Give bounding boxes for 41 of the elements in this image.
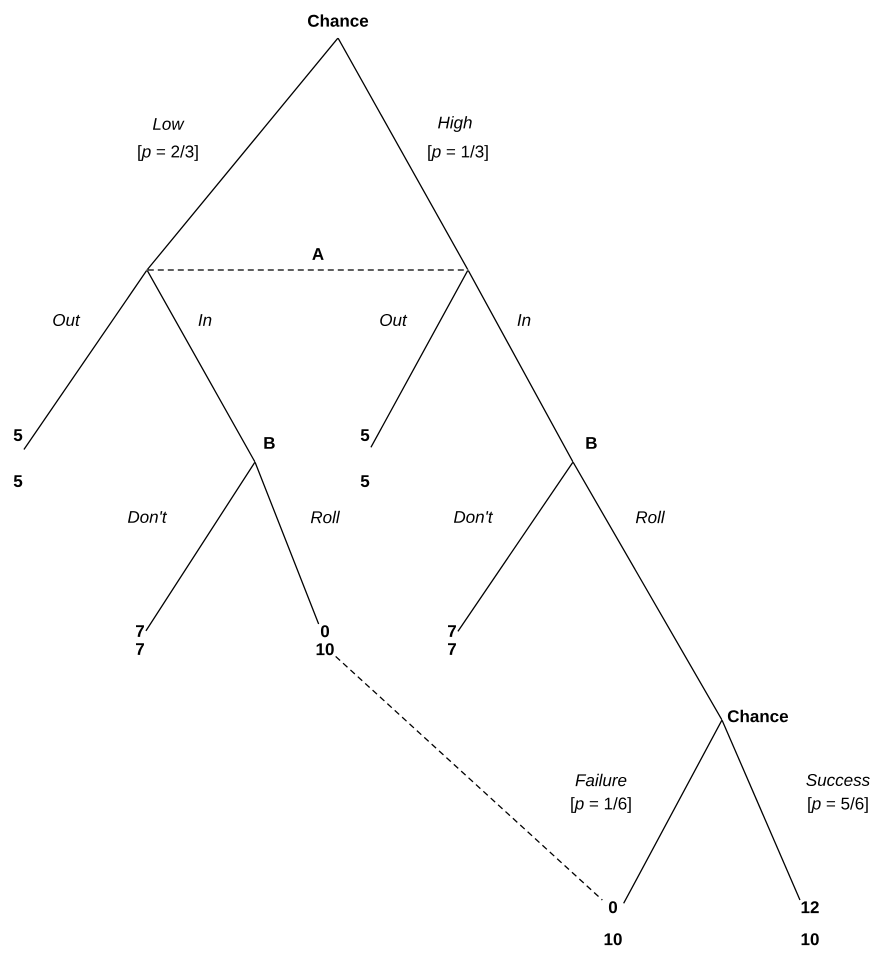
branch-line [146,270,256,462]
branch-line [254,462,320,624]
probability-label: [p = 5/6] [808,797,868,813]
edge-label: Roll [634,510,666,524]
branch-line [335,656,603,900]
probability-label: [p = 2/3] [138,145,198,161]
probability-label: [p = 1/6] [571,797,631,813]
payoff-label: 5 5 [14,429,22,488]
branch-line [721,720,801,900]
edge-label: In [196,313,214,327]
node-label: B [264,437,275,449]
node-label: B [586,437,597,449]
edge-label: Roll [309,510,341,524]
branch-line [338,38,468,270]
payoff-label: 7 7 [136,625,144,655]
payoff-label: 5 5 [360,429,370,488]
branch-line [457,462,574,632]
probability-label: [p = 1/3] [428,145,488,161]
branch-line [147,38,338,270]
edge-label: Out [378,313,408,328]
edge-label: High [436,115,474,133]
payoff-label: 7 7 [448,625,456,655]
branch-line [468,270,574,462]
edge-label: In [516,313,532,327]
edge-label: Low [151,117,185,131]
node-label: Chance [728,710,788,722]
edge-label: Don't [452,510,494,524]
edge-label: Don't [126,510,168,524]
payoff-label: 12 10 [802,901,819,946]
branch-line [623,720,722,904]
node-label: Chance [308,14,368,27]
edge-label: Success [804,773,872,788]
edge-label: A [310,247,326,261]
branch-line [23,270,148,450]
edge-label: Out [51,313,81,328]
branch-line [572,462,722,720]
payoff-label: 0 10 [316,625,334,656]
branch-line [370,270,468,448]
branch-line [145,462,256,632]
edge-label: Failure [574,772,628,788]
payoff-label: 0 10 [604,901,622,946]
